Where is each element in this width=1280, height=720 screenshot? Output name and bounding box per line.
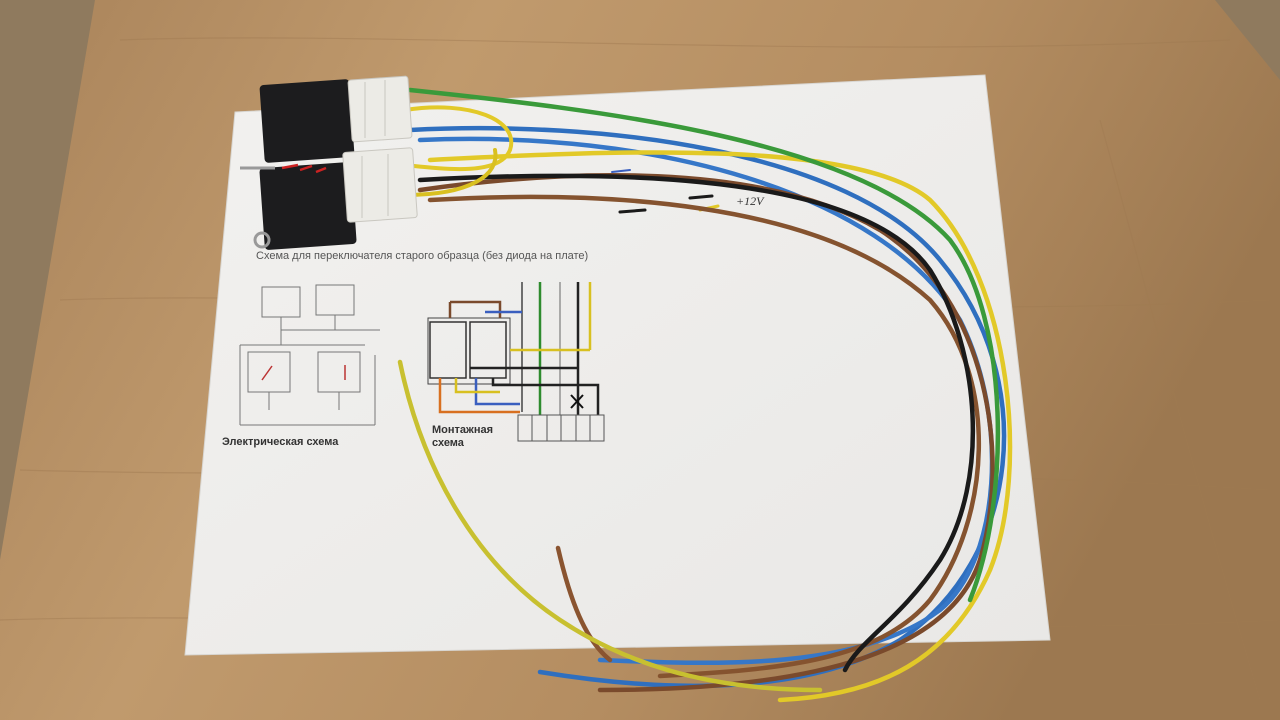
mounting-schematic-label: Монтажная схема <box>432 424 512 450</box>
wire-brown-loose <box>555 545 613 663</box>
wire-brown-2 <box>427 194 982 679</box>
handwritten-12v-note: +12V <box>736 194 764 208</box>
wire-green <box>407 87 1001 603</box>
relay-top <box>259 75 413 163</box>
wire-black <box>417 173 976 673</box>
wire-bundle <box>397 87 1013 703</box>
wire-yellow <box>427 150 1013 703</box>
electrical-schematic-label: Электрическая схема <box>222 436 339 448</box>
electrical-schematic <box>239 284 380 426</box>
loop-yellow-2 <box>403 148 498 197</box>
mounting-schematic <box>427 282 605 442</box>
relay-bottom <box>259 147 418 250</box>
loop-yellow <box>403 105 514 172</box>
mounting-label-line1: Монтажная <box>432 424 494 436</box>
paper-title: Схема для переключателя старого образца … <box>256 250 589 262</box>
relay-mount-tab <box>253 231 271 249</box>
red-marker-scribble <box>281 163 327 174</box>
mounting-label-line2: схема <box>432 437 464 449</box>
wire-green-yellow <box>397 359 823 693</box>
wire-brown-1 <box>417 173 995 693</box>
paper-sheet <box>184 74 1051 656</box>
